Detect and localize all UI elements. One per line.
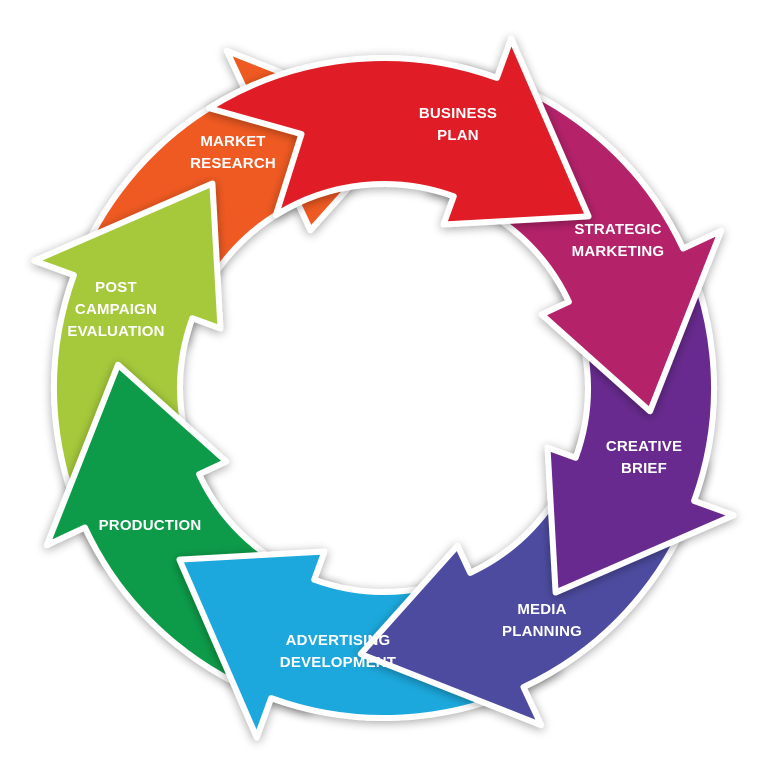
cycle-label-line: STRATEGIC [574,221,661,238]
cycle-label-line: BRIEF [621,460,667,477]
cycle-label-line: RESEARCH [190,155,276,172]
cycle-label-line: CREATIVE [606,438,682,455]
cycle-label-line: DEVELOPMENT [280,654,396,671]
cycle-label-business-plan: BUSINESS PLAN [419,105,497,144]
cycle-label-line: ADVERTISING [286,632,391,649]
cycle-label-line: PLANNING [502,623,582,640]
cycle-label-strategic-marketing: STRATEGIC MARKETING [572,221,665,260]
cycle-label-creative-brief: CREATIVE BRIEF [606,438,682,477]
cycle-label-line: MARKETING [572,243,665,260]
cycle-label-line: POST [95,279,137,296]
cycle-label-production: PRODUCTION [99,517,202,534]
cycle-label-line: PLAN [437,127,479,144]
cycle-label-line: MEDIA [517,601,566,618]
cycle-label-market-research: MARKET RESEARCH [190,133,276,172]
cycle-labels: MARKET RESEARCH BUSINESS PLAN STRATEGIC MARKE… [67,105,682,671]
cycle-label-line: PRODUCTION [99,517,202,534]
cycle-label-media-planning: MEDIA PLANNING [502,601,582,640]
cycle-label-line: EVALUATION [67,323,164,340]
cycle-label-line: MARKET [200,133,265,150]
cycle-arrow-market-research [206,35,592,228]
cycle-label-line: BUSINESS [419,105,497,122]
cycle-label-post-campaign-evaluation: POST CAMPAIGN EVALUATION [67,279,164,340]
cycle-label-advertising-development: ADVERTISING DEVELOPMENT [280,632,396,671]
cycle-label-line: CAMPAIGN [75,301,157,318]
cycle-segments [31,35,737,741]
